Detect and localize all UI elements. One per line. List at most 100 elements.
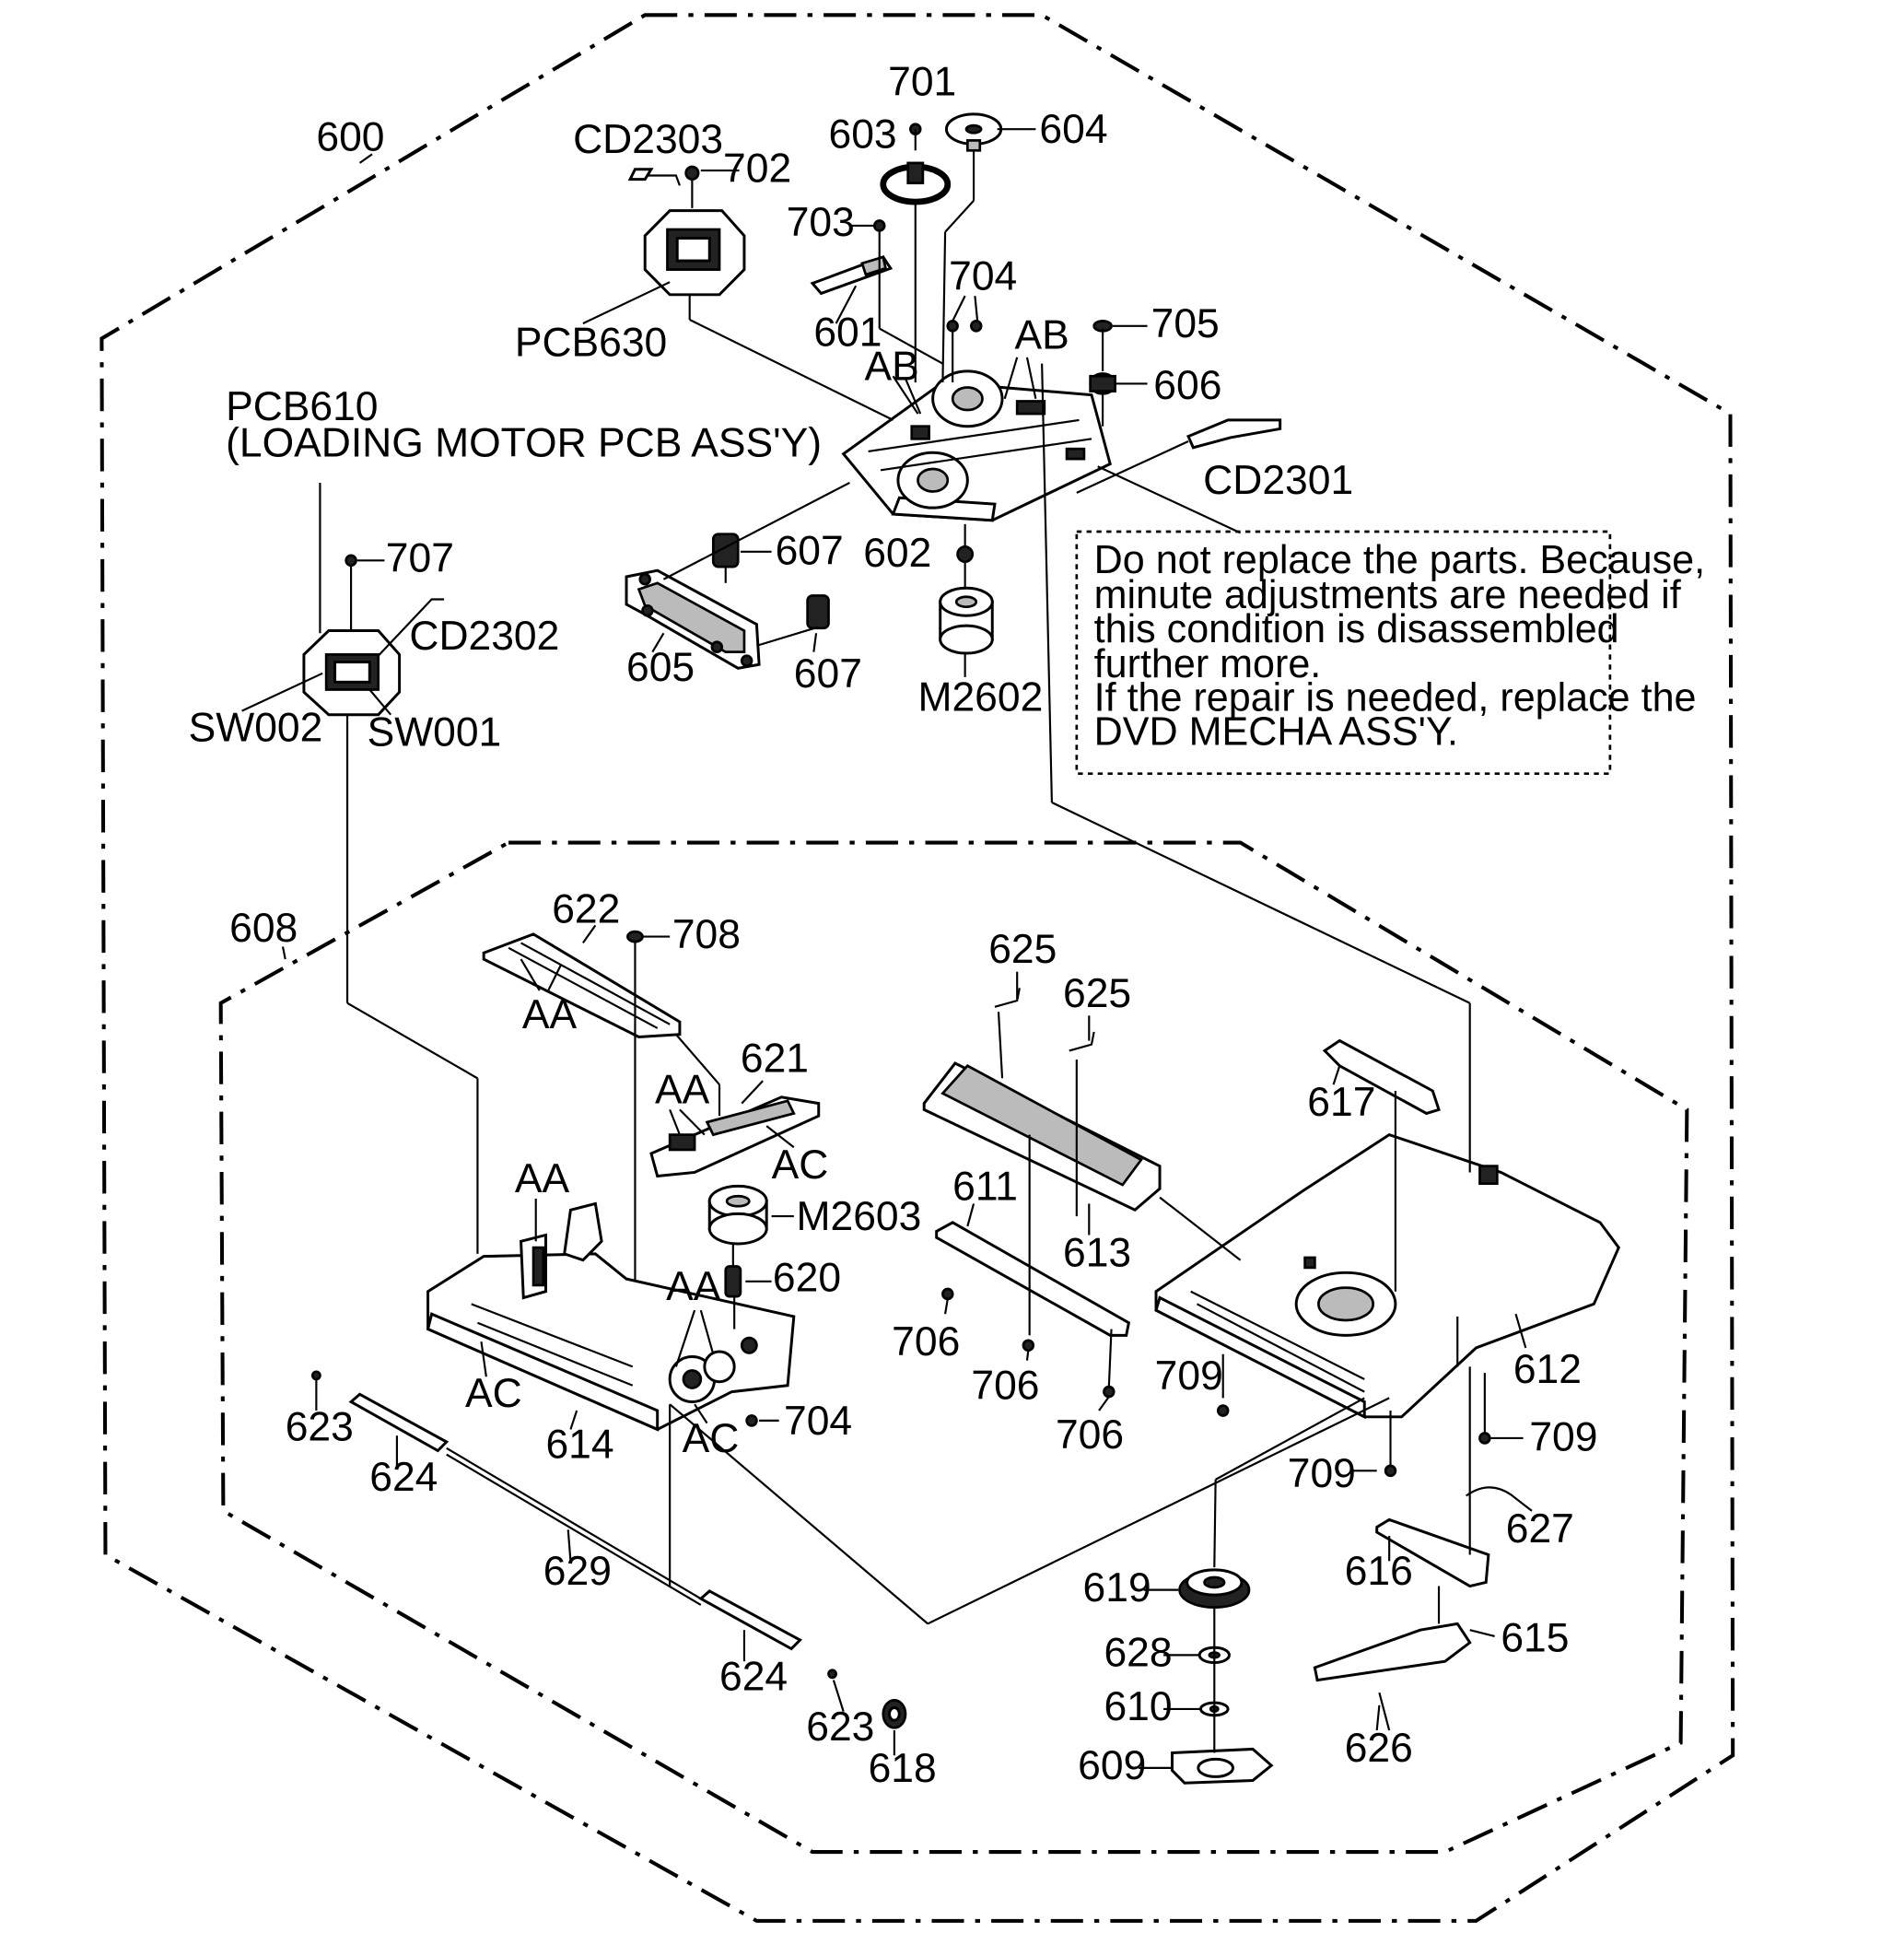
screw-707 [345,554,357,631]
label-sw002: SW002 [189,705,323,750]
label-617: 617 [1307,1080,1375,1125]
label-605: 605 [626,645,695,690]
damper-606 [1089,372,1116,395]
notice-line-5: If the repair is needed, replace the [1094,675,1697,720]
label-707: 707 [386,535,454,580]
shaft-assembly-629 [310,1370,837,1680]
label-ab-left: AB [865,344,919,389]
screw-602 [956,523,975,564]
motor-m2602 [939,586,994,655]
bracket-605 [625,568,761,670]
label-627: 627 [1506,1506,1574,1552]
slider-622 [482,932,682,1038]
traverse-mechanism [841,369,1112,522]
screw-704-lower [745,1414,758,1427]
label-601: 601 [813,310,882,355]
label-ac-2: AC [465,1371,522,1416]
screw-705 [1092,320,1113,371]
label-706-c: 706 [1056,1412,1124,1458]
label-pcb630: PCB630 [515,320,667,365]
label-606: 606 [1153,363,1221,408]
label-610: 610 [1104,1684,1172,1729]
connector-cd2301 [1186,418,1282,450]
notice-line-2: minute adjustments are needed if [1094,573,1682,617]
label-709-c: 709 [1288,1451,1356,1496]
notice-line-3: this condition is disassembled [1094,607,1619,651]
gear-pulley-619 [1178,1568,1251,1610]
spring-620 [724,1265,742,1298]
guide-611 [935,1221,1131,1337]
screw-702 [684,165,700,208]
gear-lever-621 [649,1095,821,1178]
label-ac-3: AC [683,1416,740,1461]
connector-cd2302 [377,598,445,657]
label-621: 621 [741,1036,809,1081]
label-603: 603 [829,111,897,157]
label-622: 622 [552,886,620,931]
label-pcb610: PCB610 [226,384,378,429]
label-702: 702 [723,146,791,191]
label-600: 600 [316,114,384,159]
assembly-600-boundary [99,13,1735,1923]
label-m2603: M2603 [797,1194,922,1239]
label-m2602: M2602 [917,674,1043,720]
label-607-left: 607 [776,528,844,573]
pcb630-board [643,209,746,297]
label-625-a: 625 [988,927,1057,972]
notice-text: Do not replace the parts. Because, minut… [1094,538,1705,755]
label-aa-1: AA [522,992,577,1037]
label-cd2301: CD2301 [1203,458,1353,503]
label-709-b: 709 [1529,1414,1597,1459]
label-618: 618 [869,1746,937,1791]
label-623-a: 623 [286,1404,354,1449]
label-706-b: 706 [971,1364,1039,1409]
turntable-604 [944,112,1003,152]
label-624-b: 624 [719,1654,788,1699]
leader-lines [241,128,1527,1769]
loader-base-614 [426,1201,796,1432]
label-ab-right: AB [1015,312,1069,357]
label-703: 703 [787,200,855,245]
ring-603 [880,161,952,205]
label-624-a: 624 [369,1455,438,1500]
screws-706 [941,1287,1116,1399]
gear-618 [882,1699,907,1729]
label-701: 701 [888,59,956,104]
label-625-b: 625 [1063,971,1131,1016]
pcb610-board [302,629,402,717]
label-620: 620 [773,1256,841,1301]
label-613: 613 [1063,1230,1131,1275]
label-629: 629 [543,1549,612,1594]
label-623-b: 623 [806,1704,874,1750]
label-704-lower: 704 [784,1399,852,1444]
label-616: 616 [1345,1549,1413,1594]
label-705: 705 [1151,301,1220,346]
motor-m2603 [707,1184,768,1246]
label-628: 628 [1104,1630,1172,1675]
label-cd2303: CD2303 [573,117,723,162]
label-626: 626 [1345,1726,1413,1771]
label-619: 619 [1083,1565,1151,1610]
screw-701 [909,123,922,151]
main-chassis-612 [1154,1132,1620,1420]
connector-cd2303 [627,168,681,186]
lever-615 [1313,1622,1472,1682]
notice-line-4: further more. [1094,642,1322,686]
label-608: 608 [229,906,298,951]
spring-626 [1378,1692,1391,1731]
label-708: 708 [672,912,741,957]
label-612: 612 [1513,1347,1582,1392]
label-709-a: 709 [1155,1353,1223,1399]
label-615: 615 [1501,1615,1569,1660]
label-604: 604 [1039,107,1107,152]
screws-704-upper [946,320,983,333]
notice-line-1: Do not replace the parts. Because, [1094,538,1705,582]
assembly-608-boundary [218,840,1689,1855]
springs-625 [994,988,1095,1052]
label-611: 611 [952,1164,1018,1209]
spring-607-right [806,594,830,630]
callout-labels: 600 701 603 604 CD2303 702 703 704 705 A… [189,59,1598,1791]
label-607-right: 607 [794,651,862,697]
screw-703 [872,219,886,232]
